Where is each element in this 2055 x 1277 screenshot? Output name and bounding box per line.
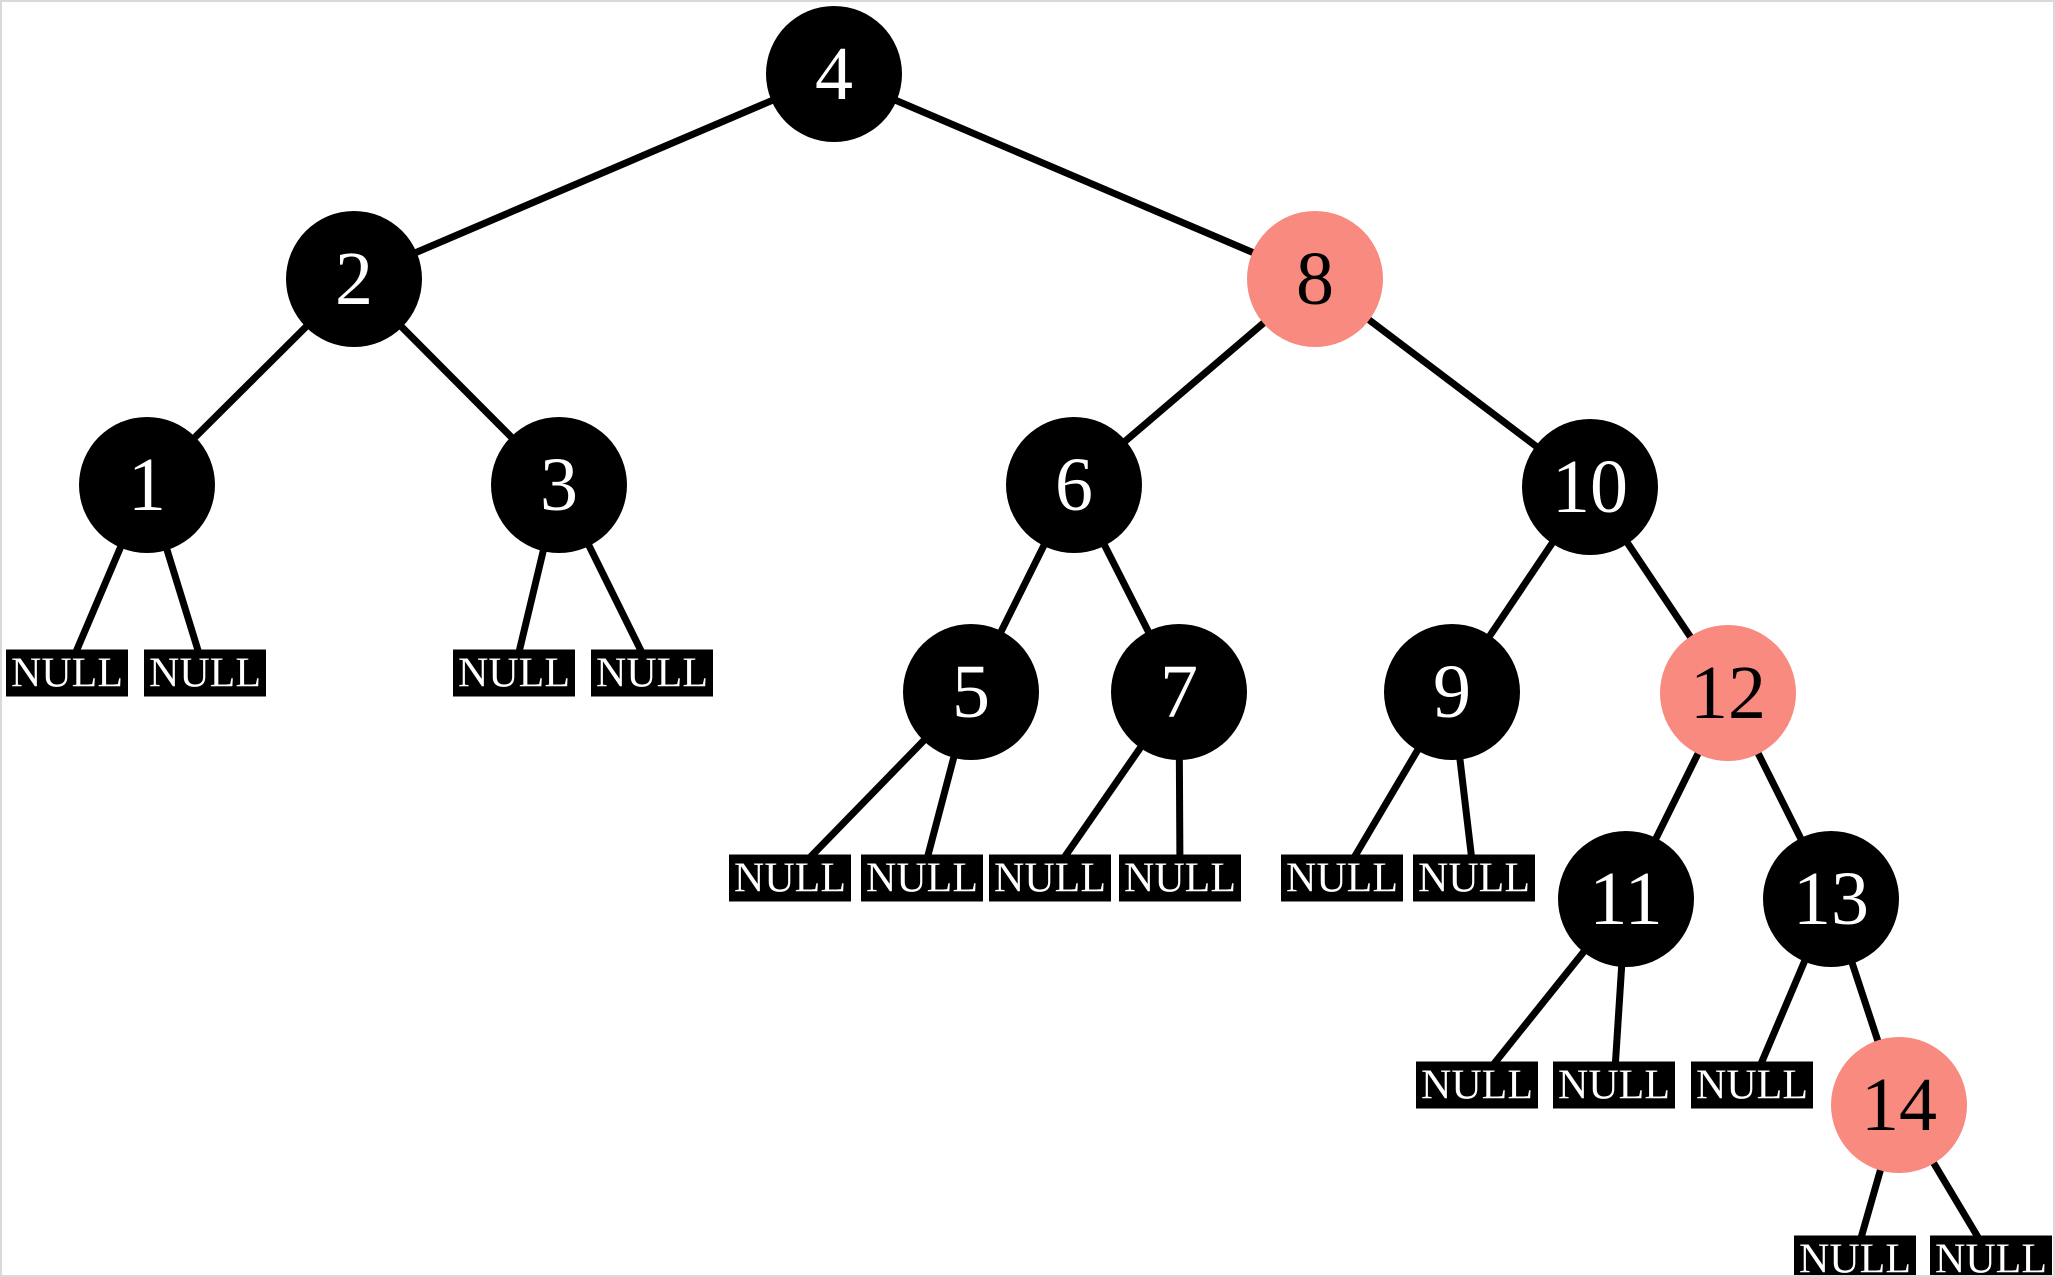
tree-node-1: 1 <box>79 417 215 553</box>
node-label: 7 <box>1160 650 1198 734</box>
tree-node-4: 4 <box>766 6 902 142</box>
null-leaf: NULL <box>1930 1235 2052 1275</box>
node-label: 3 <box>540 443 578 527</box>
tree-edge <box>832 70 1317 283</box>
tree-node-6: 6 <box>1006 417 1142 553</box>
null-leaf: NULL <box>591 649 713 697</box>
tree-node-2: 2 <box>286 211 422 347</box>
tree-node-8: 8 <box>1247 211 1383 347</box>
tree-node-9: 9 <box>1384 624 1520 760</box>
node-label: 11 <box>1589 857 1663 941</box>
null-leaf: NULL <box>729 854 851 902</box>
node-label: 10 <box>1552 445 1628 529</box>
null-leaf: NULL <box>6 649 128 697</box>
node-label: 8 <box>1296 237 1334 321</box>
node-label: 6 <box>1055 443 1093 527</box>
tree-node-10: 10 <box>1522 419 1658 555</box>
tree-node-11: 11 <box>1558 831 1694 967</box>
null-leaf: NULL <box>1119 854 1241 902</box>
tree-node-7: 7 <box>1111 624 1247 760</box>
tree-node-14: 14 <box>1831 1037 1967 1173</box>
node-label: 9 <box>1433 650 1471 734</box>
tree-node-12: 12 <box>1660 625 1796 761</box>
null-leaf: NULL <box>1281 854 1403 902</box>
null-leaf: NULL <box>1691 1061 1813 1109</box>
null-leaf: NULL <box>1413 854 1535 902</box>
null-leaf: NULL <box>453 649 575 697</box>
null-leaf: NULL <box>1553 1061 1675 1109</box>
null-leaf: NULL <box>1794 1235 1916 1275</box>
null-leaf: NULL <box>1416 1061 1538 1109</box>
null-leaf: NULL <box>989 854 1111 902</box>
node-label: 12 <box>1690 651 1766 735</box>
node-label: 14 <box>1861 1063 1937 1147</box>
tree-node-5: 5 <box>903 624 1039 760</box>
node-label: 1 <box>128 443 166 527</box>
node-label: 4 <box>815 32 853 116</box>
node-label: 5 <box>952 650 990 734</box>
null-leaf: NULL <box>861 854 983 902</box>
tree-edge <box>352 70 836 283</box>
null-leaf: NULL <box>144 649 266 697</box>
tree-node-3: 3 <box>491 417 627 553</box>
node-label: 13 <box>1793 857 1869 941</box>
tree-node-13: 13 <box>1763 831 1899 967</box>
node-label: 2 <box>335 237 373 321</box>
